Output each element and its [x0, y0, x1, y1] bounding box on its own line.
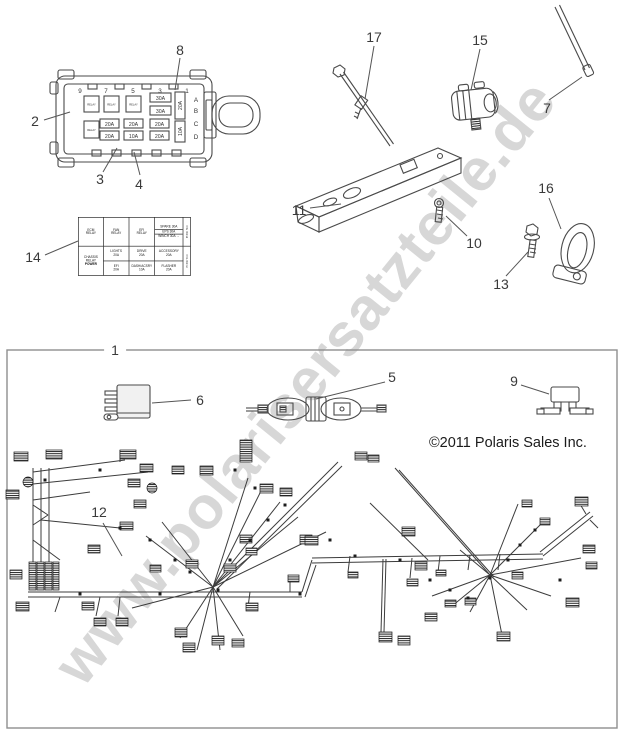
callout-4: 4 — [135, 176, 143, 192]
leader-lines — [43, 45, 583, 557]
svg-text:5: 5 — [131, 88, 135, 95]
legend-lights: LIGHTS — [110, 249, 122, 254]
legend-winch: WINCH 30A → — [158, 234, 180, 239]
callout-11: 11 — [291, 202, 307, 218]
callout-9: 9 — [510, 373, 518, 389]
copyright-text: ©2011 Polaris Sales Inc. — [429, 435, 587, 451]
svg-text:1: 1 — [185, 88, 189, 95]
clamp-drawing — [552, 223, 595, 285]
svg-text:10A: 10A — [178, 126, 184, 136]
legend-chassis: CHASSIS — [83, 255, 98, 259]
svg-text:RELAY: RELAY — [87, 128, 96, 132]
legend-flasher: FLASHER — [161, 264, 177, 268]
callout-14: 14 — [25, 249, 41, 265]
screw-drawing — [433, 197, 445, 223]
svg-text:A: A — [194, 97, 199, 104]
fuse-box-drawing — [49, 69, 261, 168]
svg-text:B: B — [194, 108, 198, 115]
svg-text:20A: 20A — [155, 134, 165, 140]
svg-text:3: 3 — [158, 88, 162, 95]
callout-12: 12 — [91, 504, 107, 520]
svg-text:RELAY: RELAY — [107, 103, 116, 107]
cable-tie-drawing — [332, 64, 394, 147]
callout-6: 6 — [196, 392, 204, 408]
harness-lines — [28, 450, 599, 651]
legend-accessory: ACCESSORY — [158, 249, 179, 254]
relay-drawing — [103, 384, 151, 421]
callout-2: 2 — [31, 113, 39, 129]
harness-dots — [43, 468, 562, 600]
legend-dash: DASH/ACSRY — [131, 264, 153, 268]
legend-efi-fuse: EFI — [113, 264, 119, 268]
legend-efi-relay: EFI — [139, 227, 145, 232]
harness-box-border — [6, 349, 618, 729]
legend-spare-vertical-2: SPARE — [182, 245, 191, 276]
callout-7: 7 — [543, 100, 551, 116]
inline-connector-drawing — [246, 396, 387, 422]
sensor-drawing — [450, 81, 499, 131]
callout-5: 5 — [388, 369, 396, 385]
svg-text:9: 9 — [78, 88, 82, 95]
svg-text:30A: 30A — [156, 96, 166, 102]
jumper-drawing — [536, 386, 594, 415]
legend-drive: DRIVE — [136, 249, 147, 254]
bracket-drawing — [294, 147, 463, 233]
harness-connectors — [5, 439, 598, 653]
svg-text:RELAY: RELAY — [129, 103, 138, 107]
svg-text:20A: 20A — [105, 122, 115, 128]
svg-text:RELAY: RELAY — [87, 103, 96, 107]
svg-text:D: D — [194, 134, 199, 141]
callout-16: 16 — [538, 180, 554, 196]
callout-3: 3 — [96, 171, 104, 187]
bolt-drawing — [523, 223, 541, 258]
svg-text:20A: 20A — [178, 100, 184, 110]
svg-text:30A: 30A — [156, 109, 166, 115]
legend-fan: FAN — [113, 227, 120, 232]
legend-ecm: ECM — [87, 227, 95, 232]
svg-text:C: C — [194, 121, 199, 128]
callout-8: 8 — [176, 42, 184, 58]
svg-text:7: 7 — [104, 88, 108, 95]
callout-1: 1 — [104, 343, 126, 357]
rod-drawing — [554, 4, 595, 78]
callout-17: 17 — [366, 29, 382, 45]
legend-spare: SPARE 30A — [154, 225, 183, 230]
svg-text:20A: 20A — [105, 134, 115, 140]
svg-text:10A: 10A — [129, 134, 139, 140]
callout-10: 10 — [466, 235, 482, 251]
fuse-box-labels: 9 7 5 3 1 A B C D RELAY RELAY RELAY RELA… — [78, 88, 199, 141]
callout-13: 13 — [493, 276, 509, 292]
callout-15: 15 — [472, 32, 488, 48]
legend-eps: EPS 30A — [154, 230, 183, 235]
svg-text:20A: 20A — [155, 122, 165, 128]
svg-text:20A: 20A — [129, 122, 139, 128]
legend-spare-vertical-1: SPARE — [182, 216, 191, 247]
